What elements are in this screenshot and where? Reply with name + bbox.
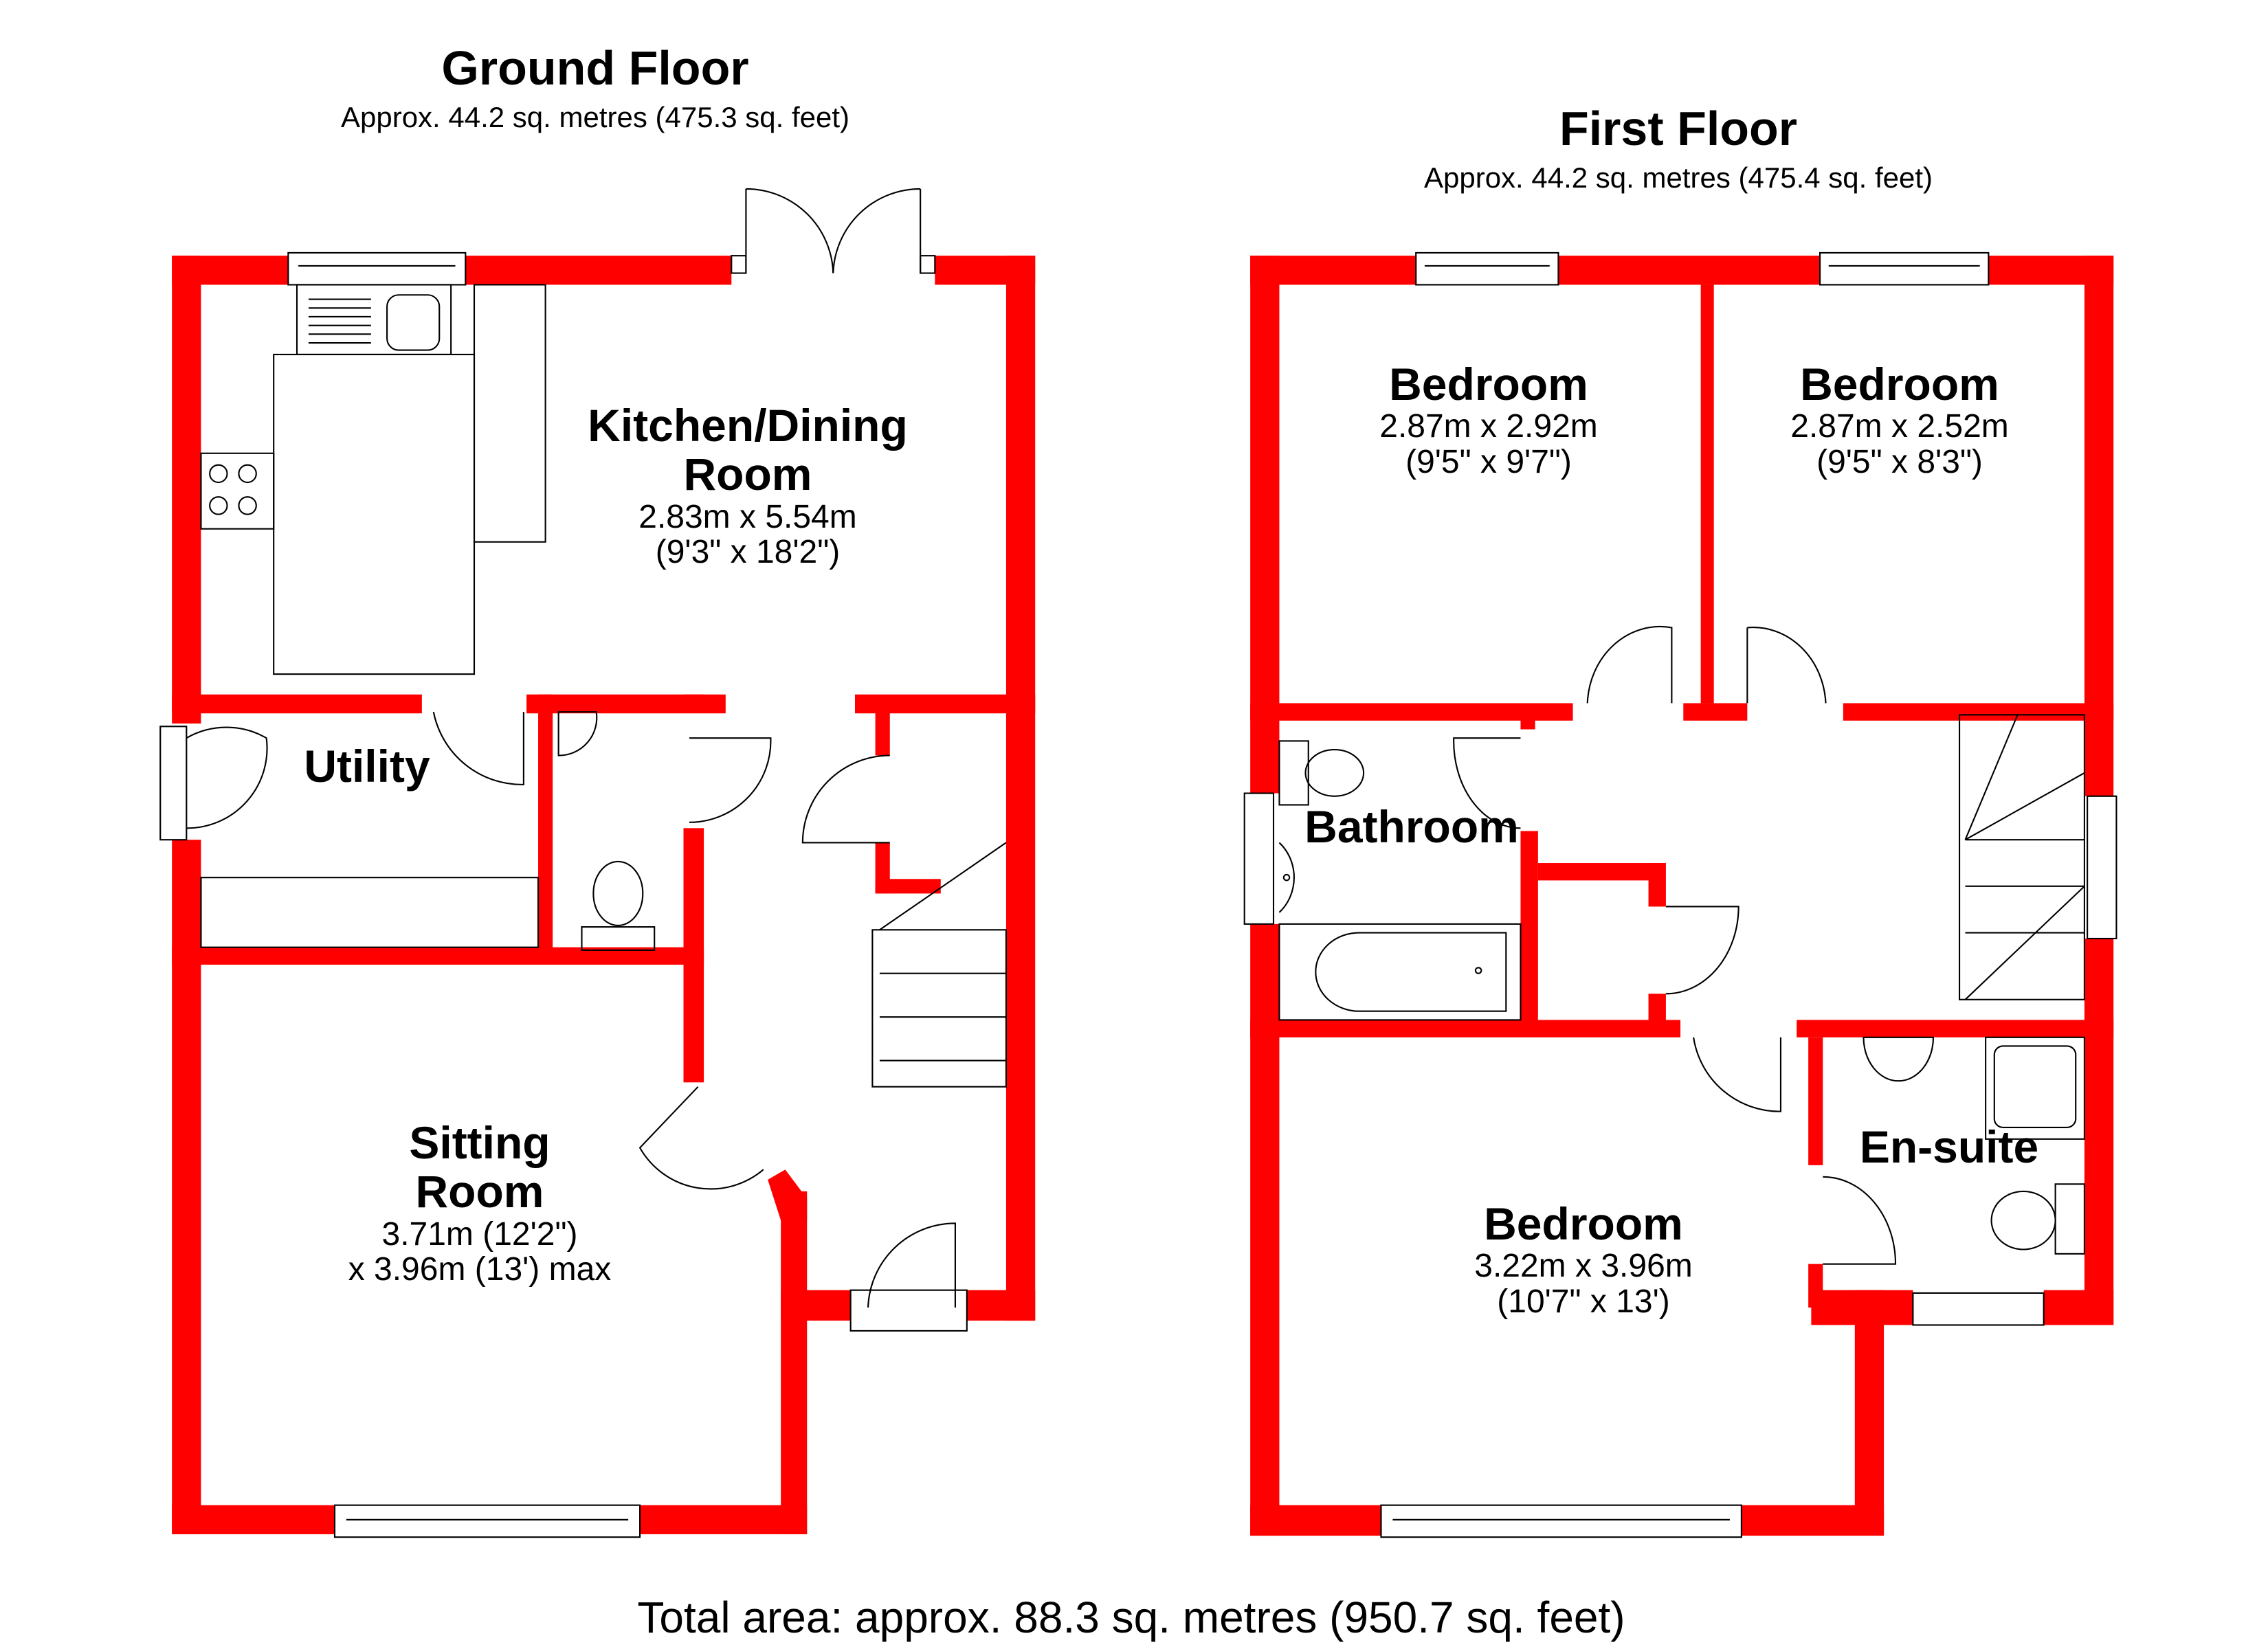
room-dimensions-imperial: (9'5" x 9'7") <box>1405 444 1572 481</box>
ground-floor-area: Approx. 44.2 sq. metres (475.3 sq. feet) <box>340 101 850 133</box>
total-area: Total area: approx. 88.3 sq. metres (950… <box>637 1593 1625 1642</box>
ground-floor-plan <box>172 256 1036 1534</box>
room-dimensions-metric: 2.87m x 2.52m <box>1790 408 2009 445</box>
room-dimensions-metric: 3.22m x 3.96m <box>1474 1248 1693 1285</box>
room-dimensions-imperial: x 3.96m (13') max <box>348 1251 612 1288</box>
first-floor-area: Approx. 44.2 sq. metres (475.4 sq. feet) <box>1423 161 1933 194</box>
room-name: Kitchen/Dining <box>588 400 908 451</box>
ground-floor-title: Ground Floor <box>441 41 749 95</box>
first-floor-title: First Floor <box>1559 102 1798 155</box>
room-name: Bedroom <box>1484 1198 1683 1249</box>
room-dimensions-metric: 3.71m (12'2") <box>381 1215 578 1253</box>
room-dimensions-imperial: (9'3" x 18'2") <box>655 534 841 571</box>
room-label-en-suite: En-suite <box>1859 1121 2039 1172</box>
first-floor-fixtures <box>1243 251 2117 1538</box>
room-label-kitchen-dining: Kitchen/Dining Room 2.83m x 5.54m (9'3" … <box>588 401 908 570</box>
room-name: Room <box>415 1166 544 1218</box>
room-label-bathroom: Bathroom <box>1304 801 1519 852</box>
room-label-bedroom-3: Bedroom 2.87m x 2.52m (9'5" x 8'3") <box>1790 359 2009 481</box>
room-name: Bedroom <box>1800 359 1999 410</box>
room-dimensions-metric: 2.87m x 2.92m <box>1379 408 1598 445</box>
room-name: Sitting <box>409 1117 551 1168</box>
room-name: Room <box>683 449 812 500</box>
room-label-sitting-room: Sitting Room 3.71m (12'2") x 3.96m (13')… <box>348 1117 612 1288</box>
room-dimensions-imperial: (9'5" x 8'3") <box>1816 444 1983 481</box>
room-name: Bedroom <box>1389 359 1588 410</box>
room-dimensions-metric: 2.83m x 5.54m <box>638 498 857 535</box>
first-floor-plan <box>1250 256 2114 1536</box>
room-label-bedroom-2: Bedroom 2.87m x 2.92m (9'5" x 9'7") <box>1379 359 1598 481</box>
room-name: En-suite <box>1859 1121 2039 1172</box>
ground-floor-fixtures <box>159 188 1007 1538</box>
room-dimensions-imperial: (10'7" x 13') <box>1497 1283 1670 1321</box>
room-name: Utility <box>304 741 430 792</box>
room-label-utility: Utility <box>304 741 430 792</box>
room-name: Bathroom <box>1304 801 1519 852</box>
room-label-master-bedroom: Bedroom 3.22m x 3.96m (10'7" x 13') <box>1474 1198 1693 1321</box>
